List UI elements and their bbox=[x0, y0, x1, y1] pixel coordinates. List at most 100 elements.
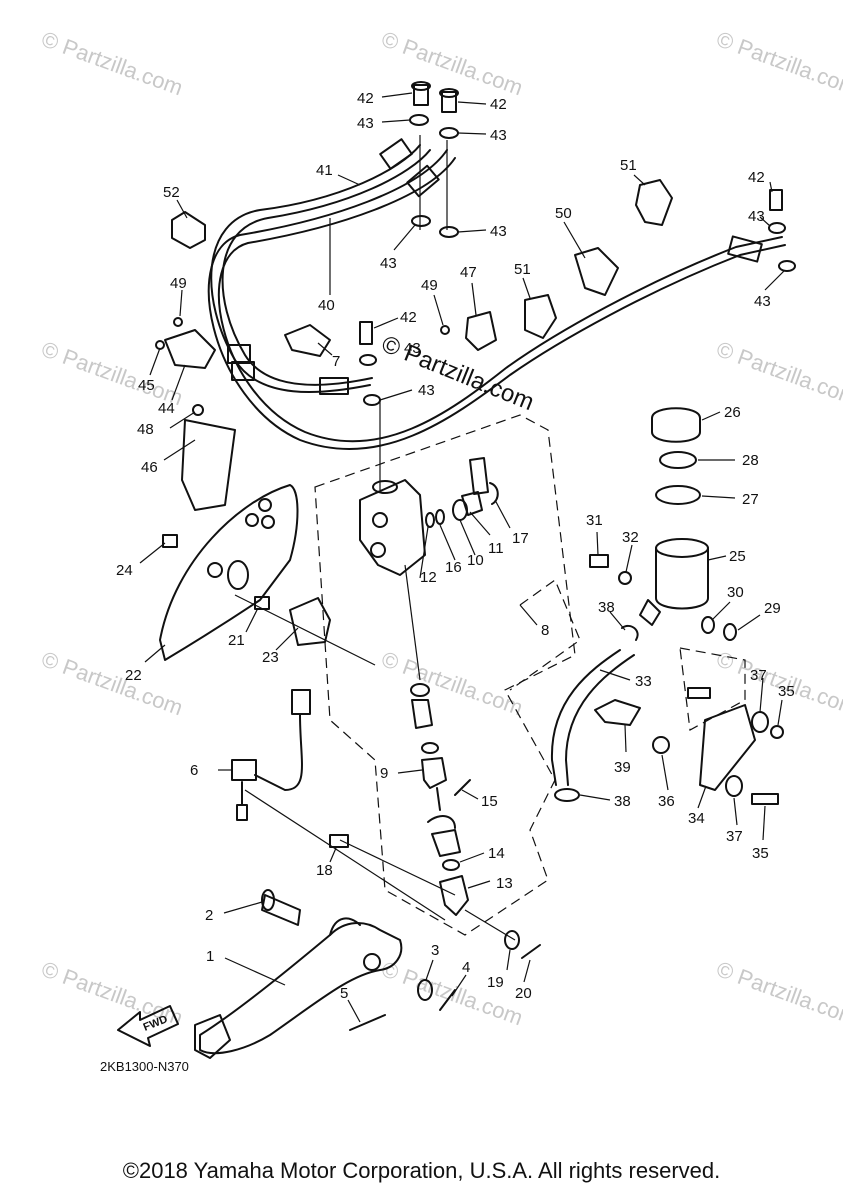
plate-boss bbox=[227, 560, 249, 590]
plate-hole bbox=[245, 513, 259, 527]
nut-14 bbox=[442, 859, 460, 871]
clip-17 bbox=[489, 482, 499, 505]
callout-43: 43 bbox=[380, 255, 397, 272]
pedal-tip bbox=[194, 1014, 231, 1059]
switch-connector bbox=[291, 689, 311, 715]
callout-51: 51 bbox=[620, 157, 637, 174]
callout-43: 43 bbox=[404, 340, 421, 357]
reservoir-bracket bbox=[652, 687, 784, 805]
brake-light-switch bbox=[231, 689, 311, 821]
callout-45: 45 bbox=[138, 377, 155, 394]
bracket-group-outline bbox=[679, 647, 746, 731]
leader-line bbox=[339, 839, 456, 896]
callout-40: 40 bbox=[318, 297, 335, 314]
callout-4: 4 bbox=[462, 959, 470, 976]
heel-plate-22 bbox=[159, 484, 299, 661]
plate-hole bbox=[261, 515, 275, 529]
screw-45 bbox=[155, 340, 165, 350]
callout-16: 16 bbox=[445, 559, 462, 576]
callout-leaders bbox=[139, 92, 786, 1023]
callout-36: 36 bbox=[658, 793, 675, 810]
hose-fitting bbox=[319, 377, 349, 395]
callout-42: 42 bbox=[748, 169, 765, 186]
callout-26: 26 bbox=[724, 404, 741, 421]
callout-28: 28 bbox=[742, 452, 759, 469]
callout-13: 13 bbox=[496, 875, 513, 892]
callout-39: 39 bbox=[614, 759, 631, 776]
cotter-pin-20 bbox=[521, 944, 541, 959]
callout-37: 37 bbox=[726, 828, 743, 845]
watermark: © Partzilla.com bbox=[713, 26, 843, 100]
collar-29 bbox=[723, 623, 737, 641]
callouts: 42 43 42 43 43 43 41 40 52 51 42 43 43 5… bbox=[116, 90, 795, 1002]
cotter-pin-4 bbox=[439, 989, 456, 1011]
clamp-50 bbox=[574, 247, 619, 296]
washer-19 bbox=[504, 930, 520, 950]
hose-clamps bbox=[155, 179, 673, 511]
holder-39 bbox=[594, 699, 641, 726]
spring-seat bbox=[421, 742, 439, 754]
brake-hoses bbox=[207, 138, 786, 450]
callout-43: 43 bbox=[754, 293, 771, 310]
washer-43 bbox=[439, 226, 459, 238]
callout-21: 21 bbox=[228, 632, 245, 649]
callout-3: 3 bbox=[431, 942, 439, 959]
switch-lead bbox=[254, 714, 303, 791]
plate-hole bbox=[207, 562, 223, 578]
bolt-21 bbox=[254, 596, 270, 610]
brake-pedal-assembly bbox=[194, 834, 541, 1059]
push-rod-assembly bbox=[410, 683, 471, 916]
hose-fitting bbox=[231, 361, 255, 381]
callout-29: 29 bbox=[764, 600, 781, 617]
callout-38: 38 bbox=[598, 599, 615, 616]
callout-43: 43 bbox=[418, 382, 435, 399]
bolt-24 bbox=[162, 534, 178, 548]
callout-11: 11 bbox=[488, 540, 504, 557]
piston-kit bbox=[411, 699, 433, 729]
callout-42: 42 bbox=[400, 309, 417, 326]
bolt-48 bbox=[192, 404, 204, 416]
brake-pedal-1 bbox=[199, 922, 403, 1055]
bolt-49 bbox=[173, 317, 183, 327]
leader-line bbox=[244, 789, 446, 921]
washer-43 bbox=[439, 127, 459, 139]
watermark: © Partzilla.com bbox=[38, 26, 186, 100]
callout-15: 15 bbox=[481, 793, 498, 810]
master-cylinder-group-outline bbox=[314, 414, 576, 936]
callout-5: 5 bbox=[340, 985, 348, 1002]
washer-43 bbox=[363, 394, 381, 406]
o-ring-12 bbox=[425, 512, 435, 528]
reservoir-hose-outline bbox=[509, 579, 581, 691]
bolt-head bbox=[439, 88, 459, 98]
reservoir-tank-25 bbox=[655, 547, 709, 610]
watermark: © Partzilla.com bbox=[378, 646, 526, 720]
callout-49: 49 bbox=[170, 275, 187, 292]
cylinder-port bbox=[372, 480, 398, 494]
callout-22: 22 bbox=[125, 667, 142, 684]
callout-19: 19 bbox=[487, 974, 504, 991]
callout-24: 24 bbox=[116, 562, 133, 579]
callout-35: 35 bbox=[778, 683, 795, 700]
bracket-23 bbox=[289, 597, 331, 646]
callout-31: 31 bbox=[586, 512, 603, 529]
washer-43 bbox=[778, 260, 796, 272]
callout-8: 8 bbox=[541, 622, 549, 639]
callout-50: 50 bbox=[555, 205, 572, 222]
guide-46 bbox=[181, 419, 236, 511]
callout-17: 17 bbox=[512, 530, 529, 547]
o-ring-16 bbox=[435, 509, 445, 525]
damper-37 bbox=[725, 775, 743, 797]
pedal-arm bbox=[329, 917, 361, 936]
callout-38: 38 bbox=[614, 793, 631, 810]
watermarks: © Partzilla.com © Partzilla.com © Partzi… bbox=[38, 26, 843, 1030]
fwd-arrow-shape bbox=[117, 1005, 179, 1047]
assembly-outlines bbox=[234, 135, 746, 941]
diagram-code: 2KB1300-N370 bbox=[100, 1059, 189, 1074]
reservoir-nipple bbox=[639, 599, 661, 626]
callout-52: 52 bbox=[163, 184, 180, 201]
circlip bbox=[427, 815, 456, 829]
plate-hole bbox=[258, 498, 272, 512]
brake-hose-41-outer bbox=[218, 157, 783, 443]
heel-guard-plate bbox=[159, 484, 331, 661]
pedal-pivot bbox=[363, 953, 381, 971]
